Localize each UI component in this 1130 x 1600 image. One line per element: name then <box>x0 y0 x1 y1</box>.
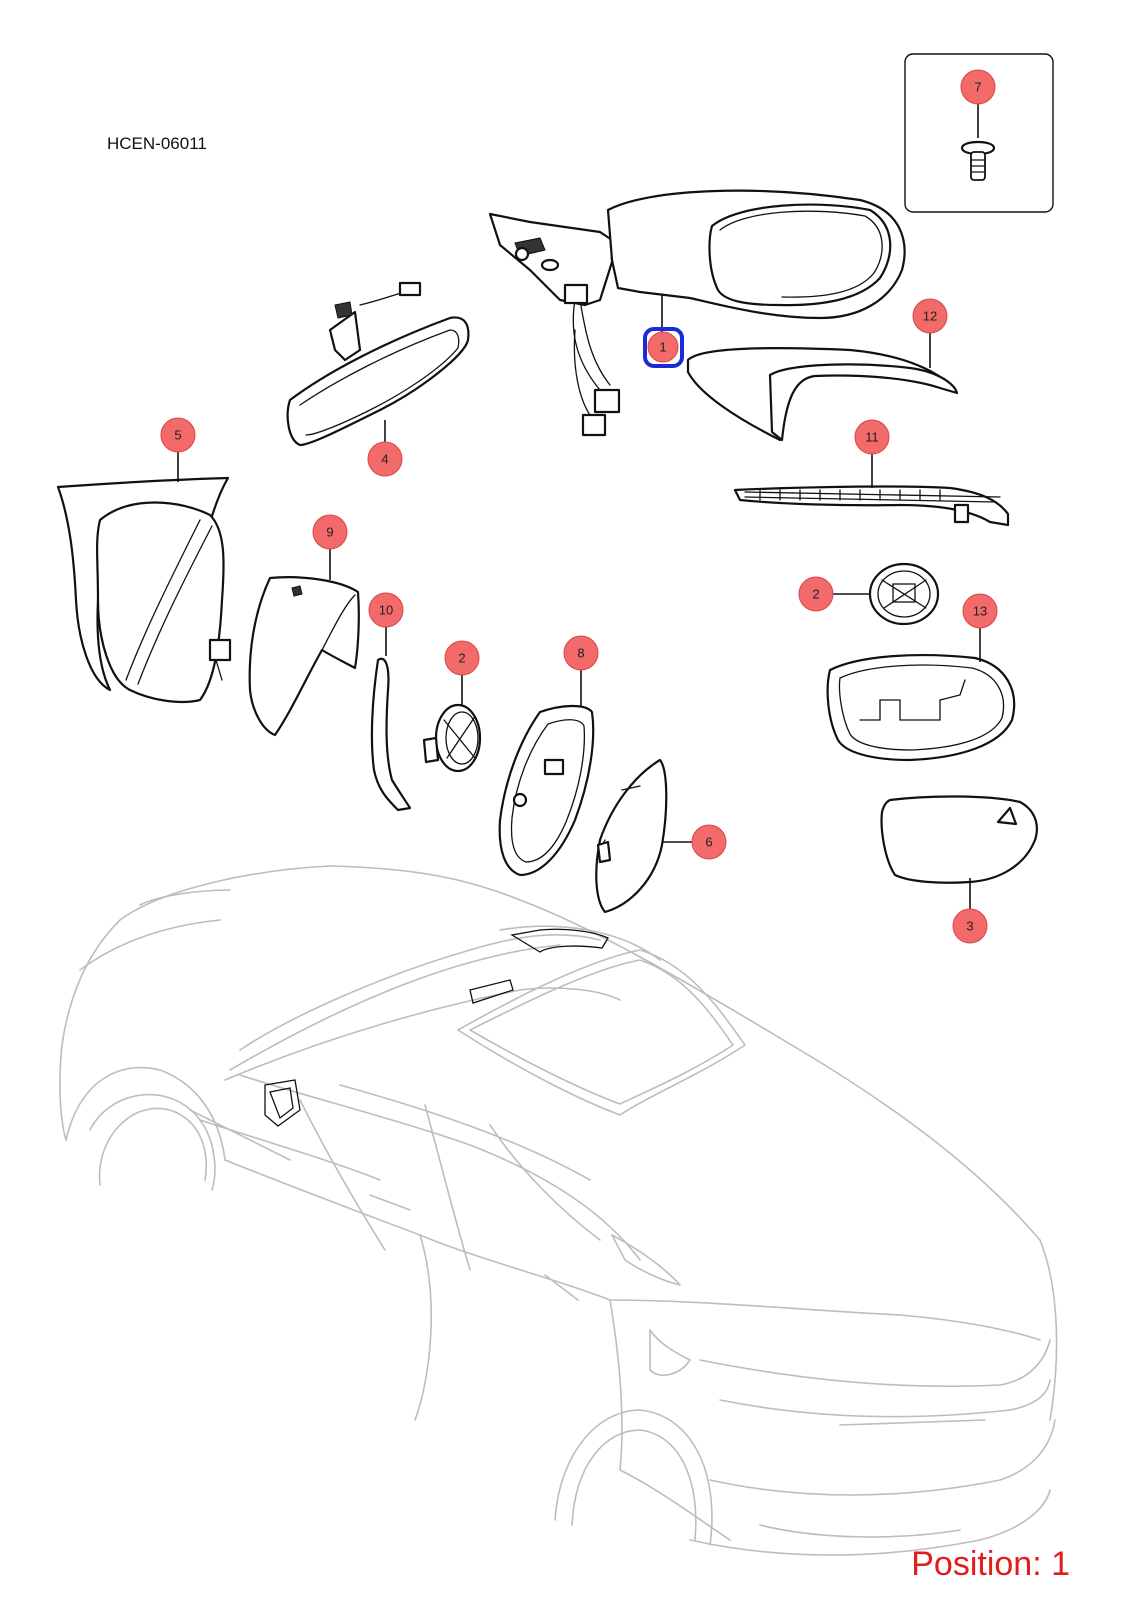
part-8-mirror-bracket <box>498 669 595 877</box>
part-7-fastener-box <box>904 53 1054 213</box>
svg-text:4: 4 <box>381 452 388 467</box>
svg-text:2: 2 <box>458 651 465 666</box>
part-2-glass-actuator-left <box>422 674 482 773</box>
part-11-turn-signal-strip <box>733 452 1010 527</box>
position-label: Position: 1 <box>911 1545 1070 1583</box>
svg-text:12: 12 <box>923 309 937 324</box>
svg-text:1: 1 <box>659 340 666 355</box>
part-1-exterior-mirror-assembly <box>488 189 906 437</box>
callout-9[interactable]: 9 <box>312 514 348 550</box>
svg-text:7: 7 <box>974 80 981 95</box>
svg-text:13: 13 <box>973 604 987 619</box>
callouts: 7 1 12 4 5 11 9 2 <box>160 69 998 944</box>
part-3-mirror-glass-blind-spot <box>880 795 1038 910</box>
callout-2-right[interactable]: 2 <box>798 576 834 612</box>
svg-text:9: 9 <box>326 525 333 540</box>
callout-8[interactable]: 8 <box>563 635 599 671</box>
part-5-mirror-housing <box>56 451 232 704</box>
callout-1-highlight <box>643 327 684 368</box>
svg-text:10: 10 <box>379 603 393 618</box>
callout-11[interactable]: 11 <box>854 419 890 455</box>
callout-7[interactable]: 7 <box>960 69 996 105</box>
callout-4[interactable]: 4 <box>367 441 403 477</box>
svg-text:2: 2 <box>812 587 819 602</box>
drawing-code: HCEN-06011 <box>107 134 207 153</box>
part-4-interior-mirror <box>286 281 470 448</box>
callout-1[interactable]: 1 <box>643 327 684 368</box>
part-6-mirror-glass-heated <box>595 758 693 914</box>
part-12-mirror-cap <box>686 330 959 442</box>
part-10-seal-strip <box>370 626 412 812</box>
callout-13[interactable]: 13 <box>962 593 998 629</box>
callout-10[interactable]: 10 <box>368 592 404 628</box>
svg-text:3: 3 <box>966 919 973 934</box>
callout-3[interactable]: 3 <box>952 908 988 944</box>
part-13-glass-frame <box>826 627 1016 762</box>
callout-2-left[interactable]: 2 <box>444 640 480 676</box>
svg-text:6: 6 <box>705 835 712 850</box>
svg-text:5: 5 <box>174 428 181 443</box>
part-9-lower-cover <box>248 548 360 737</box>
callout-6[interactable]: 6 <box>691 824 727 860</box>
vehicle-outline <box>59 865 1058 1556</box>
svg-text:8: 8 <box>577 646 584 661</box>
svg-text:11: 11 <box>865 430 879 445</box>
part-2-glass-actuator-right <box>832 562 940 626</box>
callout-5[interactable]: 5 <box>160 417 196 453</box>
callout-12[interactable]: 12 <box>912 298 948 334</box>
